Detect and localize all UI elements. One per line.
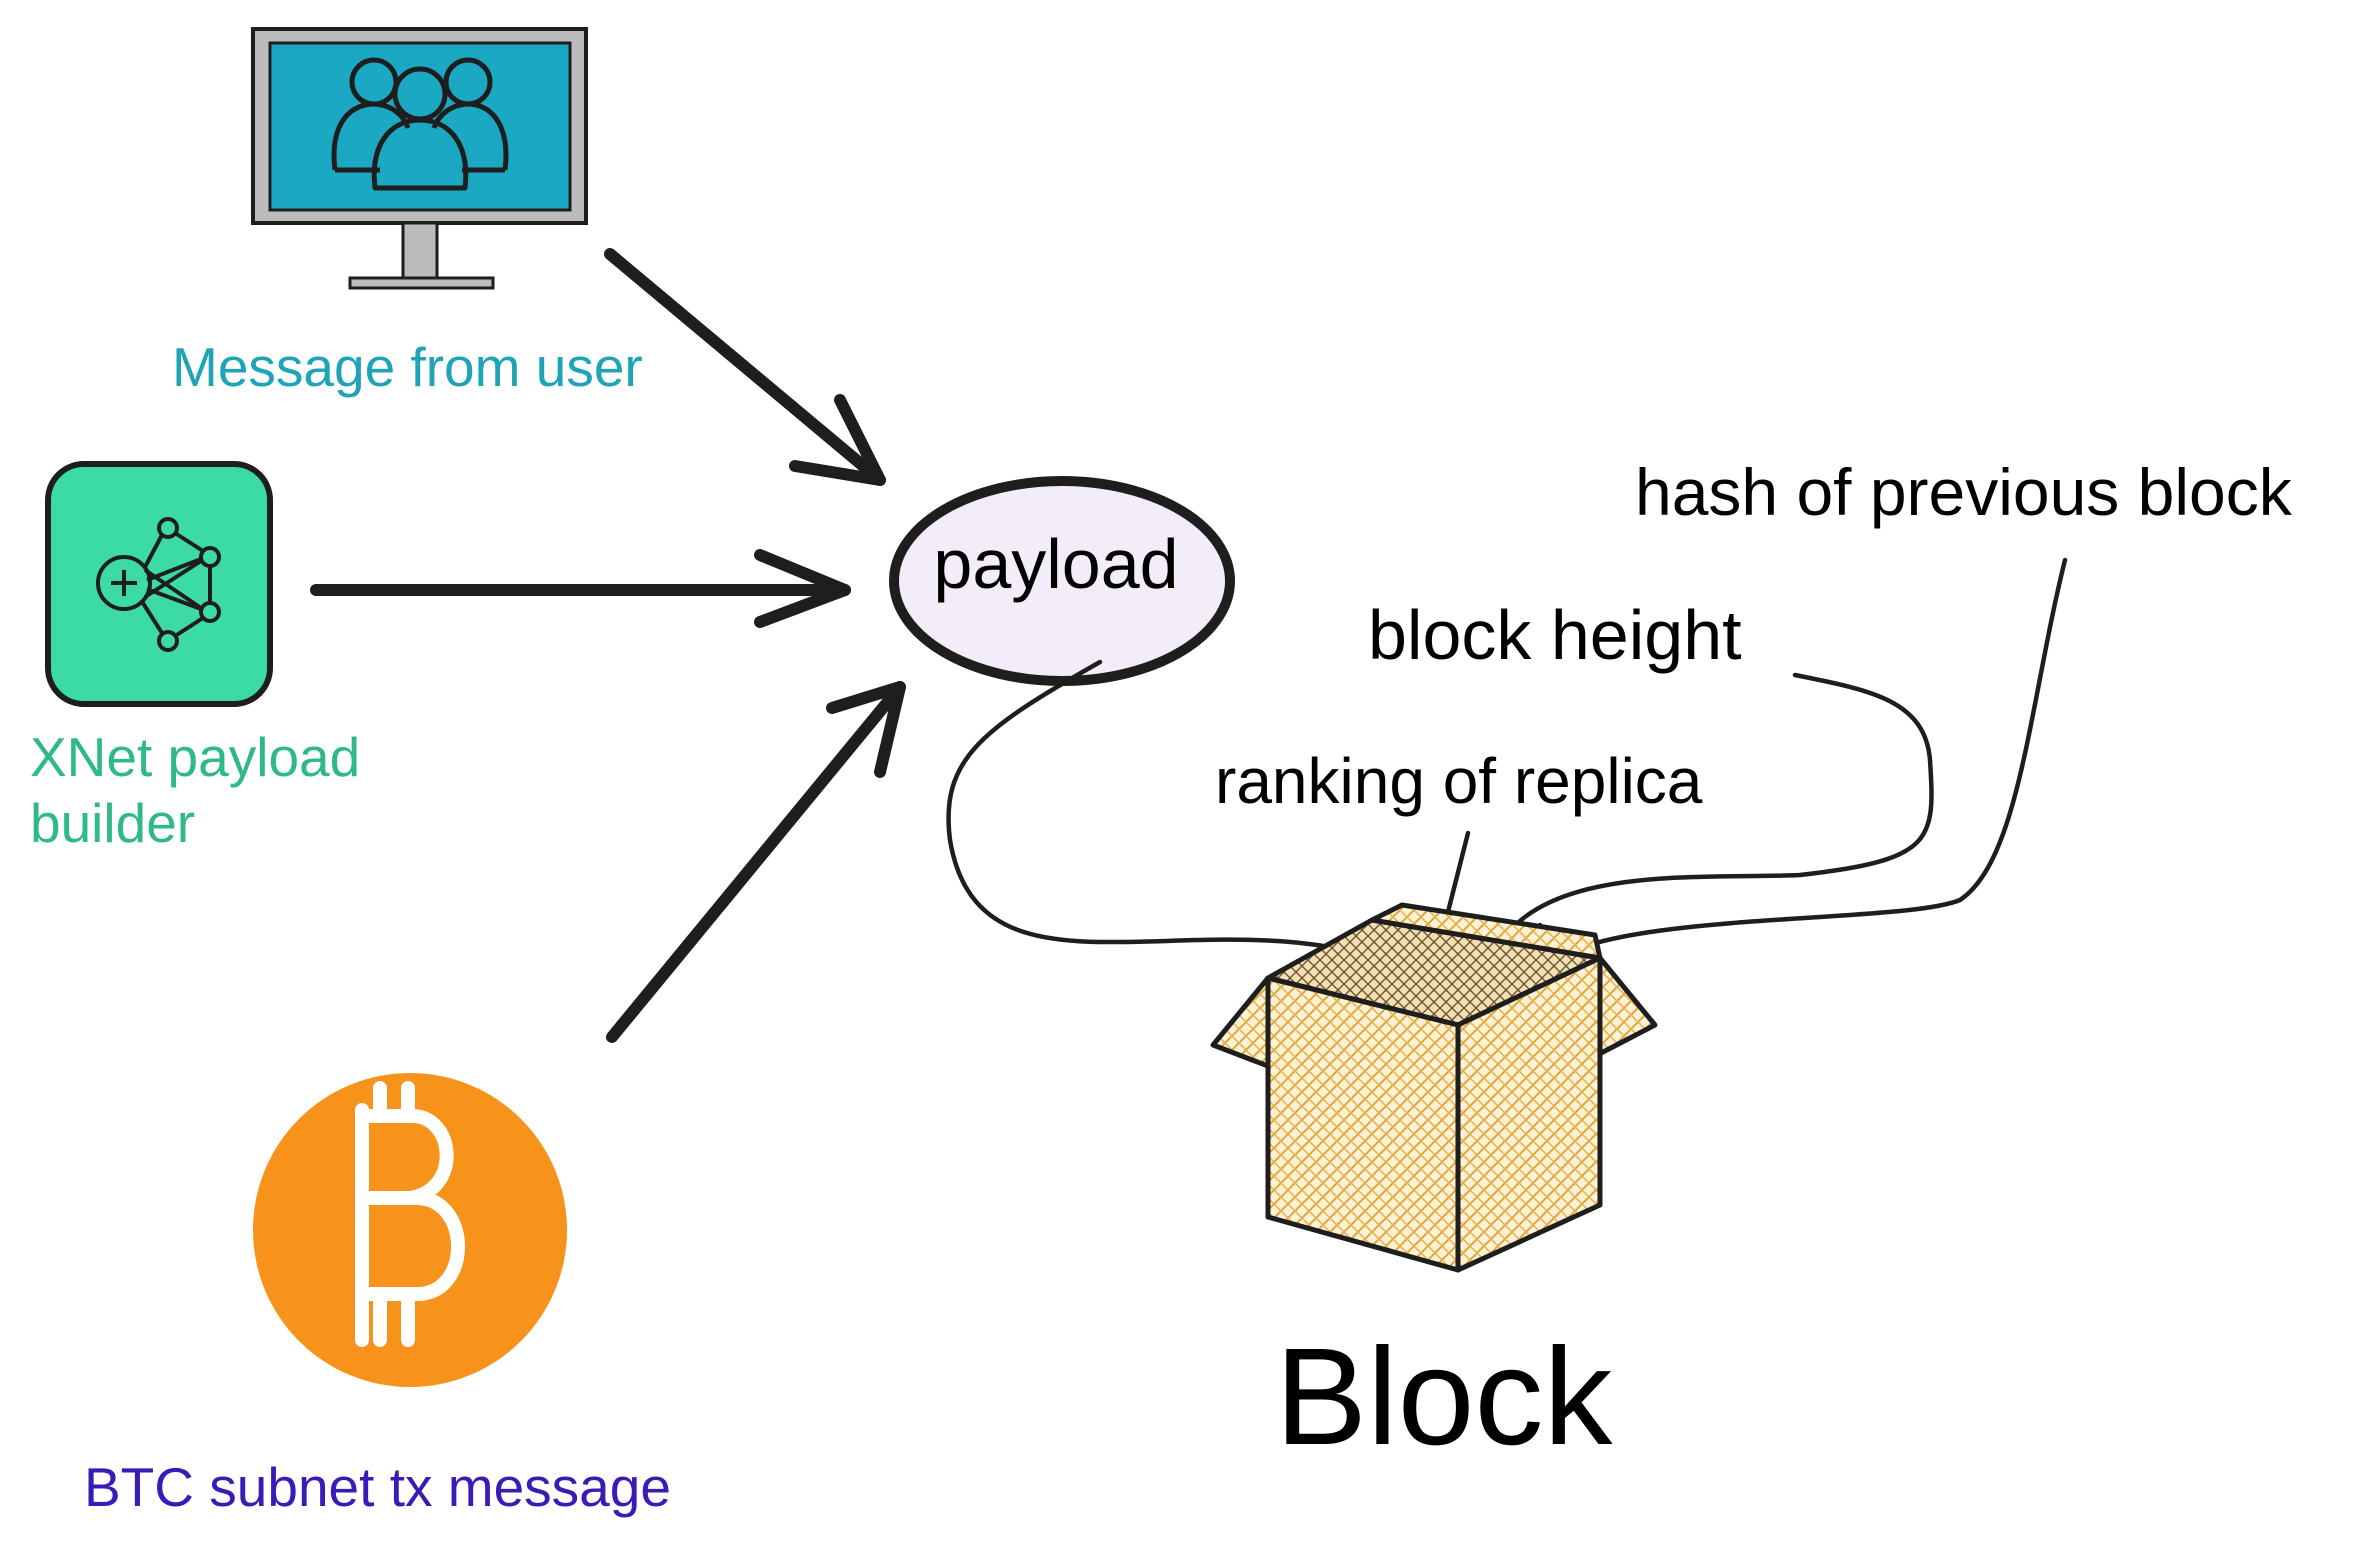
open-box-icon <box>1210 902 1658 1273</box>
label-btc-subnet-tx-message: BTC subnet tx message <box>84 1456 671 1518</box>
arrow-btc-to-payload <box>606 681 906 1043</box>
payload-node <box>889 476 1235 686</box>
label-payload: payload <box>933 525 1179 603</box>
arrow-hash-to-block <box>1541 557 2068 971</box>
network-plus-icon <box>45 461 273 707</box>
users-monitor-icon <box>251 27 588 290</box>
label-message-from-user: Message from user <box>172 336 643 398</box>
label-xnet-payload-builder: XNet payload builder <box>30 726 361 854</box>
label-hash-of-previous-block: hash of previous block <box>1635 455 2292 529</box>
label-block-height: block height <box>1368 596 1742 674</box>
label-ranking-of-replica: ranking of replica <box>1215 745 1703 817</box>
arrow-payload-to-block <box>946 659 1405 970</box>
arrow-height-to-block <box>1485 672 1934 973</box>
arrow-xnet-to-payload <box>310 549 851 628</box>
label-block: Block <box>1275 1320 1613 1474</box>
arrow-user-to-payload <box>604 248 886 486</box>
bitcoin-icon <box>253 1073 567 1387</box>
